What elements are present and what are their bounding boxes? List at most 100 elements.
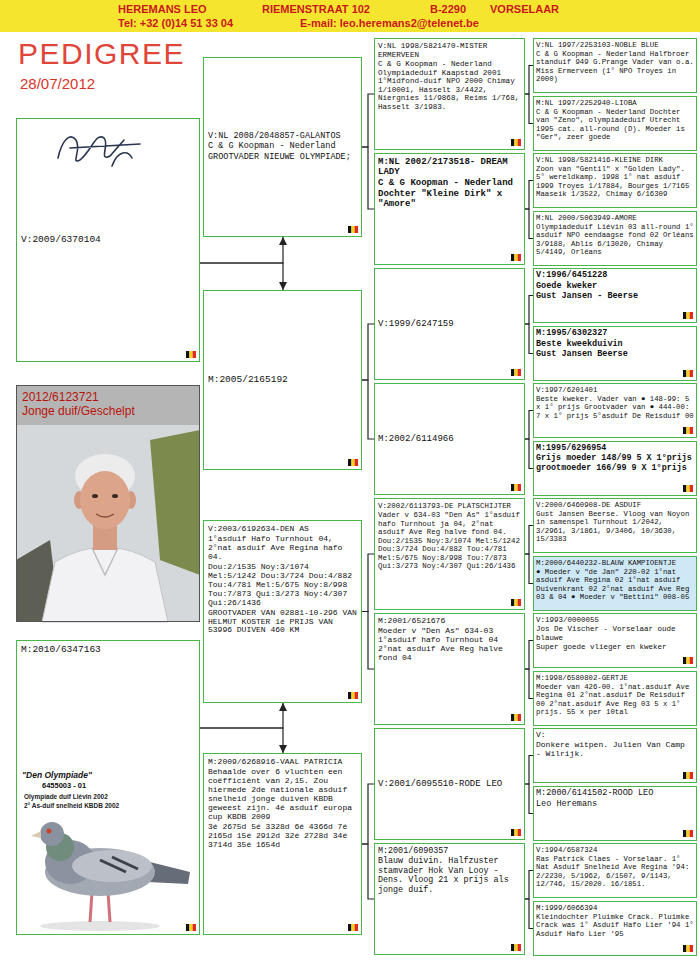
photo-mouth [96,514,114,517]
flag-stripe [514,139,517,146]
flag-stripe [518,829,521,836]
town: VORSELAAR [490,3,559,15]
flag-stripe [514,714,517,721]
box-heading: M:1998/6580802-GERTJE [536,674,694,682]
box-content: V:1993/0000055Jos De Vischer - Vorselaar… [536,616,694,652]
connector [525,526,533,555]
flag-stripe [514,599,517,606]
flag-icon [511,714,521,721]
box-heading: M:2001/6521676 [378,617,521,626]
box-content: V:2002/6113793-DE PLATSCHIJTERVader v 63… [378,502,521,570]
ancestor-box: V:1997/6201401Beste kweker. Vader van ● … [533,383,697,438]
box-heading: M:NL 2002/2173518- DREAM LADY [378,157,521,177]
pigeon-wing [72,850,152,882]
photo-foliage [150,430,200,575]
flag-stripe [186,924,189,931]
connector [525,94,533,124]
pigeon-shadow [40,921,160,931]
signature [58,137,140,166]
box-text: Super goede vlieger en kweker [536,643,694,651]
connector [525,411,533,440]
street: RIEMENSTRAAT 102 [262,3,370,15]
box-heading: M:1995/6302327 [536,329,694,339]
connector [200,703,283,728]
box-heading: V:2003/6192634-DEN AS [208,525,357,534]
box-heading: M:2001/6090357 [378,847,521,856]
flag-stripe [514,254,517,261]
pigeon-note: Olympiade duif Liévin 2002 [24,793,108,800]
box-text: Grijs moeder 148/99 5 X 1°prijs grootmoe… [536,454,694,473]
box-text: C & G Koopman - Nederland Dochter van "Z… [536,108,694,141]
connector [525,756,533,785]
flag-stripe [690,830,693,837]
flag-stripe [511,484,514,491]
box-text: Kleindochter Pluimke Crack. Pluimke Crac… [536,913,694,938]
flag-stripe [351,226,354,233]
box-content: V:2003/6192634-DEN AS1°asduif Hafo Turnh… [208,525,357,635]
box-heading: V: [536,731,694,740]
box-heading: V:NL 1998/5821416-KLEINE DIRK [536,156,694,164]
box-text: Donkere witpen. Julien Van Camp - Wilrij… [536,741,694,759]
connector [362,324,374,380]
connector [525,296,533,325]
flag-stripe [686,945,689,952]
flag-stripe [518,599,521,606]
flag-stripe [690,772,693,779]
box-content: V:1994/6587324Ras Patrick Claes - Vorsel… [536,846,694,888]
connector [525,899,533,929]
box-heading: M:2009/6268916-VAAL PATRICIA [208,758,357,767]
flag-stripe [511,714,514,721]
flag-stripe [348,924,351,931]
photo-sky [16,425,200,622]
box-text: 1°asduif Hafo Turnhout 04, 2°nat asduif … [208,535,357,562]
flag-stripe [518,714,521,721]
great-grandparent-box: M:2001/6521676Moeder v "Den As" 634-03 1… [374,613,525,725]
box-heading: M:2005/2165192 [208,375,357,386]
box-heading: V:1993/0000055 [536,616,694,624]
box-content: V:NL 1998/5821470-MISTER ERMERVEENC & G … [378,42,521,111]
flag-icon [511,484,521,491]
box-text: Moeder van 426-00. 1°nat.asduif Ave Regi… [536,683,694,716]
connector [362,612,374,670]
box-heading: M:NL 1997/2252940-LIOBA [536,99,694,107]
flag-stripe [355,226,358,233]
box-content: M:2000/6141502-ROOD LEOLeo Heremans [536,789,694,809]
flag-stripe [355,692,358,699]
box-content: M:2000/6440232-BLAUW KAMPIOENTJE● Moeder… [536,559,694,601]
box-text: ● Moeder v "de Jan" 220-02 1°nat asduif … [536,568,694,601]
box-heading: M:2000/6141502-ROOD LEO [536,789,694,799]
flag-stripe [189,351,192,358]
box-heading: V:2001/6095510-RODE LEO [378,779,521,789]
flag-icon [348,226,358,233]
flag-icon [348,924,358,931]
box-content: M:NL 1997/2252940-LIOBAC & G Koopman - N… [536,99,694,141]
connector [525,641,533,670]
box-content: V:2001/6095510-RODE LEO [378,779,521,789]
connector [525,209,533,239]
flag-stripe [351,924,354,931]
connector [525,784,533,814]
connector [525,324,533,354]
box-content: M:NL 2002/2173518- DREAM LADYC & G Koopm… [378,157,521,209]
connector [525,554,533,584]
flag-icon [683,427,693,434]
flag-icon [683,772,693,779]
box-heading: V:NL 1998/5821470-MISTER ERMERVEEN [378,42,521,59]
box-content: V:NL 1997/2253103-NOBLE BLUEC & G Koopma… [536,41,694,83]
ancestor-box: V:NL 1998/5821416-KLEINE DIRKZoon van "G… [533,153,697,208]
connector [200,263,283,290]
box-heading: M:1995/6296954 [536,444,694,453]
flag-icon [348,459,358,466]
photo-eye [112,494,118,498]
box-content: V:1997/6201401Beste kweker. Vader van ● … [536,386,694,420]
flag-stripe [514,829,517,836]
box-heading: V:1994/6587324 [536,846,694,854]
flag-stripe [511,944,514,951]
flag-icon [511,369,521,376]
flag-icon [683,830,693,837]
box-heading: M:NL 2000/5063949-AMORE [536,214,694,222]
great-grandparent-box: V:NL 1998/5821470-MISTER ERMERVEENC & G … [374,38,525,150]
great-grandparent-box: M:2001/6090357Blauw duivin. Halfzuster s… [374,843,525,955]
box-text: Gust Jansen Beerse. Vloog van Noyon in s… [536,510,694,543]
box-heading: V:1996/6451228 [536,271,694,281]
